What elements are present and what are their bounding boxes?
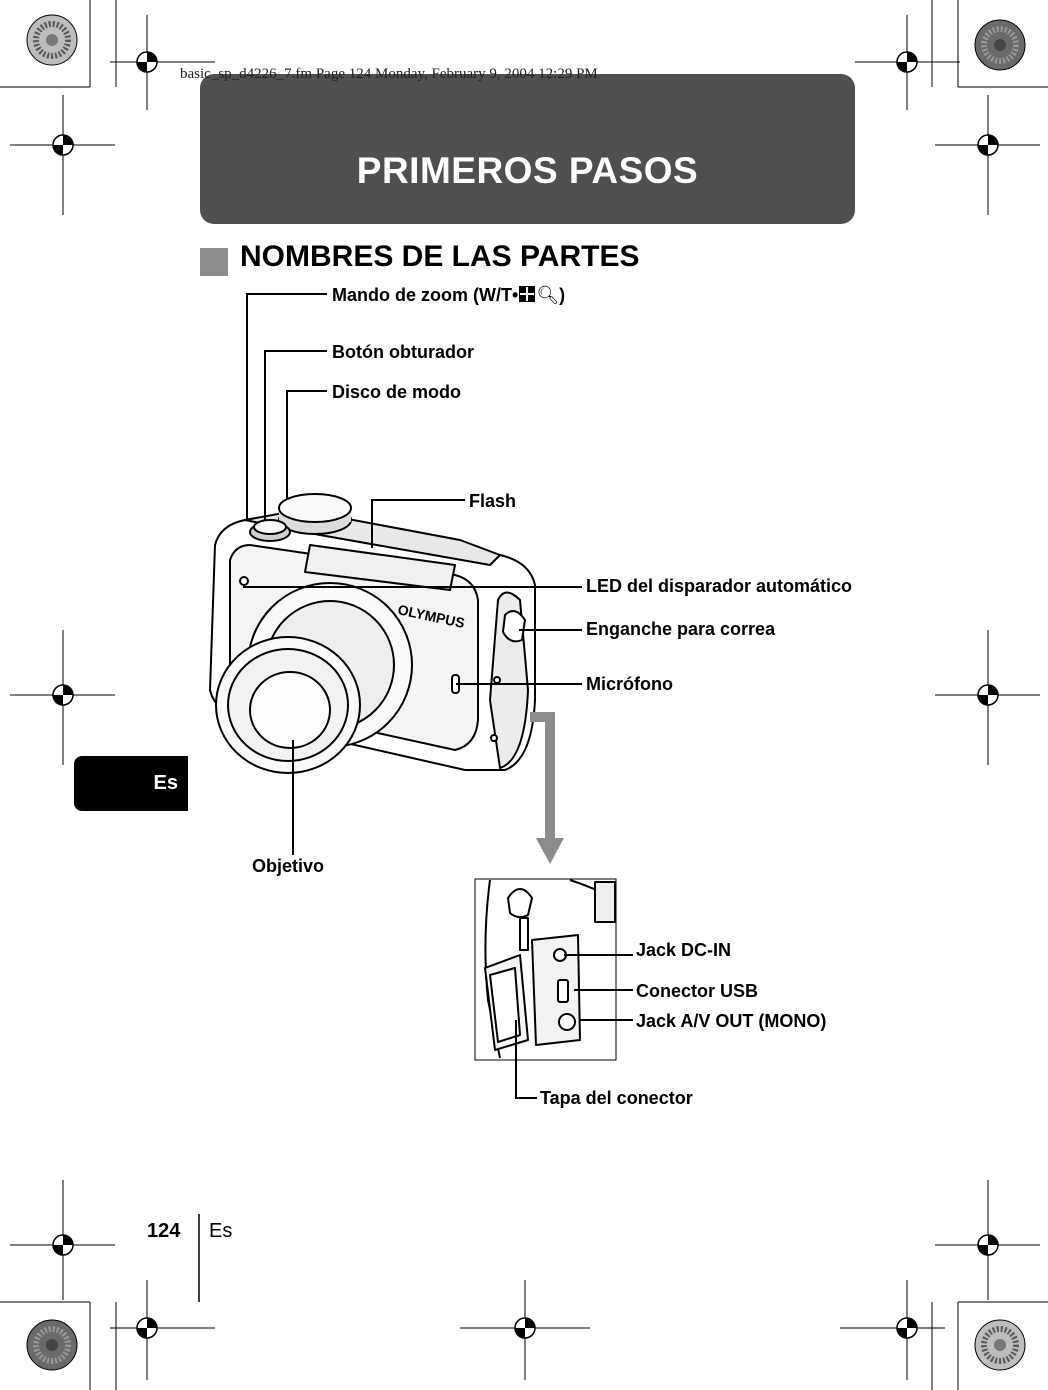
sunburst-target-tr <box>974 19 1026 71</box>
language-tab <box>74 756 188 811</box>
callout-mode-dial: Disco de modo <box>332 382 462 402</box>
thumbnail-icon <box>519 286 536 302</box>
chapter-banner <box>200 74 855 224</box>
page-number: 124 <box>147 1220 181 1242</box>
sunburst-target-bl <box>26 1319 78 1371</box>
callout-lens: Objetivo <box>252 856 325 876</box>
language-tab-label: Es <box>153 772 178 794</box>
callout-av-out-jack: Jack A/V OUT (MONO) <box>636 1011 827 1031</box>
callout-zoom-lever-text: Mando de zoom (W/T• <box>332 285 519 305</box>
section-title: NOMBRES DE LAS PARTES <box>240 240 640 273</box>
page-language: Es <box>209 1220 233 1242</box>
sunburst-target-br <box>974 1319 1026 1371</box>
section-square-icon <box>200 248 228 276</box>
callout-connector-cover: Tapa del conector <box>540 1088 693 1108</box>
chapter-title: PRIMEROS PASOS <box>356 150 699 191</box>
callout-usb-connector: Conector USB <box>636 981 759 1001</box>
callout-flash: Flash <box>469 491 517 511</box>
callout-self-timer-led: LED del disparador automático <box>586 576 853 596</box>
sunburst-target-tl <box>26 14 78 66</box>
callout-shutter-button: Botón obturador <box>332 342 474 362</box>
print-header: basic_sp_d4226_7.fm Page 124 Monday, Feb… <box>180 66 598 82</box>
magnifier-icon: 🔍︎ <box>536 285 560 305</box>
callout-zoom-lever: Mando de zoom (W/T• 🔍︎) <box>332 285 565 306</box>
callout-strap-eyelet: Enganche para correa <box>586 619 776 639</box>
callout-zoom-lever-end: ) <box>559 285 566 305</box>
callout-dc-in-jack: Jack DC-IN <box>636 940 732 960</box>
callout-microphone: Micrófono <box>586 674 673 694</box>
